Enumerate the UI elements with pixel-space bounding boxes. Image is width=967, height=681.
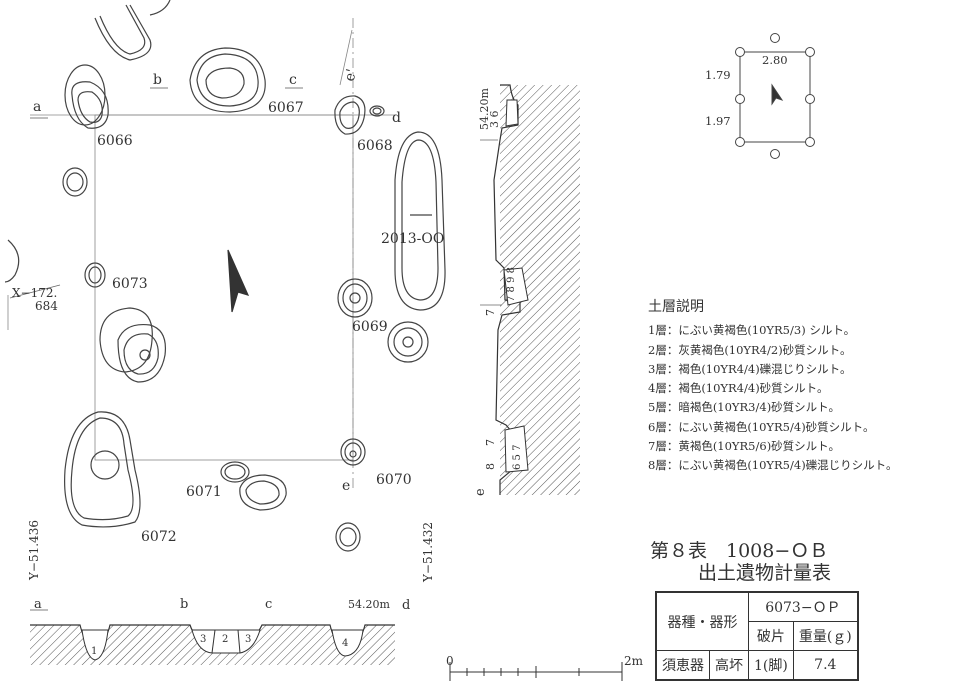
table-row: 須恵器 高坏 1(脚) 7.4 — [655, 650, 859, 681]
scale-end: 2m — [624, 654, 644, 668]
section-ad-labels: a b c 54.20m d 1 3 2 3 4 — [34, 597, 410, 657]
label-x-coord-2: 684 — [35, 299, 58, 313]
label-y-coord-right: Y−51.432 — [421, 522, 435, 583]
label-6067: 6067 — [268, 100, 304, 116]
label-b: b — [153, 72, 162, 88]
feature-left-edge — [4, 239, 20, 283]
feature-top-left-inner — [99, 4, 146, 55]
soil-layer-4: 4層：褐色(10YR4/4)砂質シルト。 — [648, 381, 829, 396]
section-ad-label-c: c — [265, 597, 272, 612]
label-6069: 6069 — [352, 319, 388, 335]
label-6072: 6072 — [141, 529, 177, 545]
soil-layer-7: 7層：黄褐色(10YR5/6)砂質シルト。 — [648, 439, 840, 454]
pit-small-bottom — [335, 522, 361, 552]
section-ad — [30, 609, 395, 665]
table-title-line1: 第８表 1008−ＯＢ — [650, 540, 829, 562]
pit-6073 — [84, 262, 106, 288]
section-ad-label-b: b — [180, 597, 188, 612]
section-e-label-e: e — [473, 488, 488, 496]
section-ad-layer-3b: 3 — [245, 634, 251, 645]
section-ad-layer-2: 2 — [222, 634, 228, 645]
label-x-coord: X−172. — [12, 286, 57, 300]
table-header-row: 器種・器形 6073−ＯＰ — [655, 591, 859, 651]
table-title-line2: 出土遺物計量表 — [698, 562, 832, 584]
header-frag: 破片 — [748, 621, 794, 651]
section-e-elev: 54.20m — [478, 88, 491, 130]
dim-top: 2.80 — [762, 53, 788, 67]
artifact-table: 器種・器形 6073−ＯＰ 破片 重量(ｇ) 須恵器 高坏 1(脚) 7.4 — [655, 591, 859, 681]
soil-layer-1: 1層：にぶい黄褐色(10YR5/3) シルト。 — [648, 323, 856, 338]
section-e-label-7b: 7 — [484, 439, 497, 446]
section-e-label-8: 8 — [484, 463, 497, 470]
post-marker — [770, 33, 780, 43]
label-6068: 6068 — [357, 138, 393, 154]
mini-plan — [735, 33, 815, 159]
pit-6069 — [337, 278, 373, 318]
label-c: c — [289, 72, 297, 88]
label-e: e — [342, 478, 350, 494]
dim-left-upper: 1.79 — [705, 68, 731, 82]
pit-6067 — [189, 47, 266, 113]
soil-layer-5: 5層：暗褐色(10YR3/4)砂質シルト。 — [648, 400, 840, 415]
section-e-labels: 54.20m 3 6 7 8 9 8 7 7 8 6 5 7 e — [473, 88, 523, 496]
cell-ware: 須恵器 — [655, 650, 710, 681]
table-subheader-row: 破片 重量(ｇ) — [656, 621, 859, 651]
section-e-label-65: 6 5 7 — [512, 445, 523, 470]
label-y-coord-left: Y−51.436 — [27, 520, 41, 581]
pit-cluster-center — [99, 307, 167, 383]
label-a: a — [33, 99, 41, 115]
north-arrow-icon — [227, 249, 250, 313]
soil-layer-3: 3層：褐色(10YR4/4)礫混じりシルト。 — [648, 361, 852, 376]
section-ad-elev: 54.20m — [348, 598, 390, 611]
section-e-label-7a: 7 — [484, 309, 497, 316]
section-e — [480, 84, 580, 495]
header-kind: 器種・器形 — [655, 591, 749, 651]
label-6071: 6071 — [186, 484, 222, 500]
soil-layer-2: 2層：灰黄褐色(10YR4/2)砂質シルト。 — [648, 342, 852, 357]
section-e-label-978: 7 8 9 8 — [506, 267, 517, 302]
soil-layer-8: 8層：にぶい黄褐色(10YR5/4)礫混じりシルト。 — [648, 458, 898, 473]
plan-view — [4, 0, 446, 552]
table-title: 第８表 1008−ＯＢ 出土遺物計量表 — [650, 540, 831, 584]
section-ad-label-a: a — [34, 597, 42, 612]
mini-plan-labels: 2.80 1.79 1.97 — [705, 53, 788, 128]
feature-top-edge — [149, 0, 171, 16]
section-ad-layer-1: 1 — [91, 646, 97, 657]
pit-right-6069 — [387, 321, 429, 363]
section-ad-layer-3a: 3 — [200, 634, 206, 645]
plan-labels: a b c d e e' 6066 6067 6068 2013-OO 6073… — [12, 67, 444, 583]
label-d: d — [392, 110, 401, 126]
soil-layer-6: 6層：にぶい黄褐色(10YR5/4)砂質シルト。 — [648, 419, 875, 434]
cell-frag: 1(脚) — [748, 650, 794, 681]
label-6070: 6070 — [376, 472, 412, 488]
feature-2013-oo — [394, 131, 446, 311]
cell-form: 高坏 — [709, 650, 749, 681]
pit-6068 — [334, 95, 385, 135]
label-e-prime: e' — [342, 67, 361, 83]
pit-6071 — [220, 461, 287, 511]
scale-bar — [449, 662, 623, 681]
section-e-label-36: 3 6 — [488, 111, 501, 129]
section-ad-layer-4: 4 — [342, 638, 348, 649]
dim-left-lower: 1.97 — [705, 114, 731, 128]
pit-6072 — [64, 411, 141, 528]
header-weight: 重量(ｇ) — [792, 621, 859, 651]
soil-title: 土層説明 — [648, 299, 704, 315]
label-2013-oo: 2013-OO — [381, 231, 444, 247]
section-ad-label-d: d — [402, 598, 410, 613]
scale-zero: 0 — [446, 654, 454, 668]
pit-6066 — [64, 64, 109, 129]
label-6073: 6073 — [112, 276, 148, 292]
pit-small-left — [62, 167, 88, 197]
label-6066: 6066 — [97, 133, 133, 149]
cell-weight: 7.4 — [792, 650, 859, 681]
header-pit: 6073−ＯＰ — [747, 591, 859, 622]
soil-description: 土層説明 1層：にぶい黄褐色(10YR5/3) シルト。 2層：灰黄褐色(10Y… — [648, 298, 897, 476]
feature-top-left — [94, 4, 152, 61]
pit-6070 — [340, 438, 366, 466]
mini-north-arrow-icon — [771, 83, 784, 106]
